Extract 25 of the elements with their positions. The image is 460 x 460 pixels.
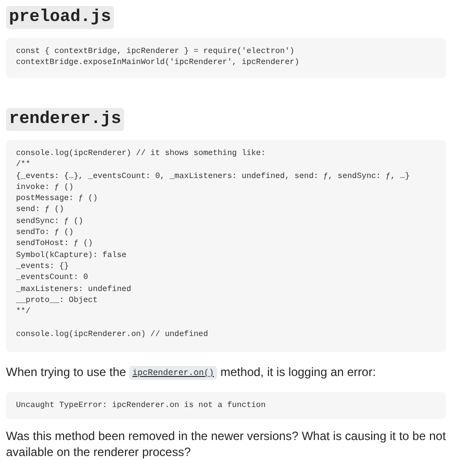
code-line: Uncaught TypeError: ipcRenderer.on is not a function [16, 400, 266, 412]
inline-code: ipcRenderer.on() [129, 366, 218, 380]
sentence-text: When trying to use the [6, 365, 126, 379]
code-line: _events: {} [16, 260, 69, 272]
code-line: const { contextBridge, ipcRenderer } = require('electron') [16, 46, 294, 58]
code-line: _maxListeners: undefined [16, 284, 132, 295]
code-line: console.log(ipcRenderer.on) // undefined [16, 328, 208, 340]
file-name-heading: preload.js [6, 6, 114, 29]
code-line: contextBridge.exposeInMainWorld('ipcRenderer', ipcRenderer) [16, 57, 300, 69]
code-line: sendTo: ƒ () [16, 227, 74, 238]
code-line: sendSync: ƒ () [16, 216, 84, 228]
code-line: console.log(ipcRenderer) // it shows something like: [16, 148, 266, 160]
code-line: {_events: {…}, _eventsCount: 0, _maxListeners: undefined, send: ƒ, sendSync: ƒ, …} [16, 170, 410, 182]
code-line: **/ [16, 306, 30, 318]
file-name-heading: renderer.js [6, 108, 124, 131]
code-line: /** [16, 159, 30, 171]
code-line: sendToHost: ƒ () [16, 238, 93, 250]
code-line: Symbol(kCapture): false [16, 250, 126, 261]
code-line: __proto__: Object [16, 294, 98, 306]
code-line: send: ƒ () [16, 204, 64, 216]
sentence-text: method, it is logging an error: [220, 365, 376, 379]
code-line: invoke: ƒ () [16, 182, 74, 194]
code-line: postMessage: ƒ () [16, 193, 98, 204]
question-paragraph: Was this method been removed in the newer versions? What is causing it to be not available on the renderer process? [6, 428, 446, 460]
code-line: _eventsCount: 0 [16, 272, 88, 284]
